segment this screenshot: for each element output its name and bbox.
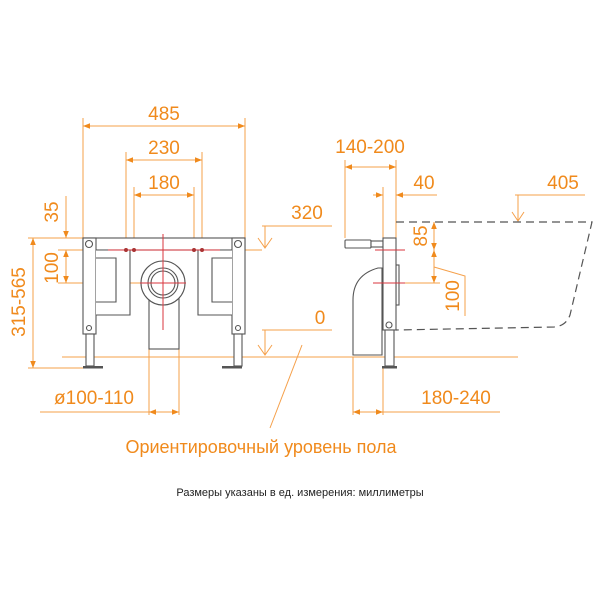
front-centerlines xyxy=(108,234,220,330)
dim-side-base: 180-240 xyxy=(421,388,491,409)
dim-mount-width: 230 xyxy=(148,138,180,159)
installation-frame-front xyxy=(82,237,246,369)
units-note: Размеры указаны в ед. измерения: миллиме… xyxy=(176,487,423,499)
installation-frame-side xyxy=(344,237,405,369)
dim-frame-height: 315-565 xyxy=(9,267,30,337)
dim-level-0: 0 xyxy=(315,308,326,329)
front-dimension-lines xyxy=(30,123,332,429)
side-dimension-lines xyxy=(345,164,525,415)
dim-overall-width: 485 xyxy=(148,104,180,125)
dim-side-85: 85 xyxy=(411,225,432,246)
dim-level-320: 320 xyxy=(291,203,323,224)
dim-stud-spacing: 180 xyxy=(148,173,180,194)
toilet-bowl-outline xyxy=(395,221,593,331)
dim-outlet-drop: 100 xyxy=(42,252,63,284)
side-view: 140-200 40 405 85 100 180-240 xyxy=(335,137,593,415)
dim-side-40: 40 xyxy=(413,173,434,194)
dim-bowl-length: 405 xyxy=(547,173,579,194)
floor-level-label: Ориентировочный уровень пола xyxy=(125,437,397,457)
front-extension-lines xyxy=(28,118,518,415)
front-view: 485 230 180 35 100 315-565 320 0 ø100-11… xyxy=(9,104,518,429)
dim-top-offset: 35 xyxy=(42,201,63,222)
dim-side-depth: 140-200 xyxy=(335,137,405,158)
dim-pipe-diameter: ø100-110 xyxy=(54,388,134,409)
dim-side-100: 100 xyxy=(443,280,464,312)
